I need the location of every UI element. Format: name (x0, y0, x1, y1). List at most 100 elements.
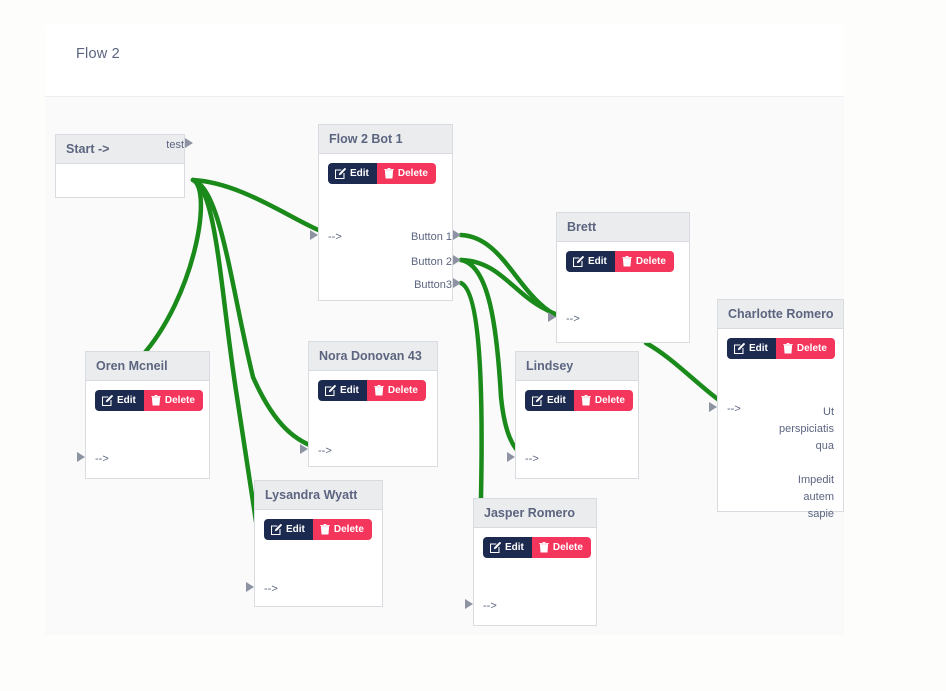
port-label: --> (95, 452, 109, 465)
output-port-marker-icon (185, 138, 193, 148)
flow-edge (458, 232, 571, 320)
node-input-port[interactable]: --> (474, 595, 605, 616)
node-title: Brett (567, 220, 597, 234)
node-body: Edit Delete (557, 242, 689, 342)
port-label: --> (483, 599, 497, 612)
node-output-port[interactable]: Button3 (319, 274, 461, 295)
edit-button[interactable]: Edit (483, 537, 532, 558)
node-body: Edit Delete (309, 371, 437, 466)
node-message-line: Impedit (797, 474, 834, 486)
node-header[interactable]: Nora Donovan 43 (309, 342, 437, 371)
node-header[interactable]: Flow 2 Bot 1 (319, 125, 452, 154)
node-message-line: autem (803, 491, 834, 503)
edit-button-label: Edit (350, 167, 369, 179)
node-header[interactable]: Start -> (56, 135, 184, 164)
edit-button[interactable]: Edit (525, 390, 574, 411)
edit-button[interactable]: Edit (95, 390, 144, 411)
delete-button[interactable]: Delete (143, 390, 203, 411)
delete-button-label: Delete (796, 342, 827, 354)
edit-pencil-icon (271, 524, 282, 535)
port-label: test (166, 138, 184, 151)
node-input-port[interactable]: --> (557, 308, 698, 329)
input-port-marker-icon (709, 402, 717, 412)
edit-button-label: Edit (547, 394, 566, 406)
output-port-marker-icon (453, 230, 461, 240)
delete-button-label: Delete (552, 541, 583, 553)
node-input-port[interactable]: --> (255, 578, 391, 599)
input-port-marker-icon (310, 230, 318, 240)
flow-edge (458, 257, 571, 320)
port-label: --> (264, 582, 278, 595)
node-action-group: Edit Delete (95, 390, 203, 411)
node-input-port[interactable]: --> (309, 440, 446, 461)
node-header[interactable]: Lysandra Wyatt (255, 481, 382, 510)
node-message-line: perspiciatis (778, 423, 834, 435)
node-title: Jasper Romero (484, 506, 576, 520)
node-input-port[interactable]: --> (86, 448, 218, 469)
node-input-port[interactable]: --> (516, 448, 647, 469)
edit-button[interactable]: Edit (727, 338, 776, 359)
flow-node-start[interactable]: Start -> test (55, 134, 185, 198)
edit-pencil-icon (734, 343, 745, 354)
node-message-line: sapie (807, 508, 834, 520)
edit-button[interactable]: Edit (264, 519, 313, 540)
node-action-group: Edit Delete (328, 163, 436, 184)
edit-button-label: Edit (286, 523, 305, 535)
node-action-group: Edit Delete (525, 390, 633, 411)
edit-button-label: Edit (505, 541, 524, 553)
node-output-port[interactable]: Button 1 (319, 226, 461, 247)
node-output-port[interactable]: test (56, 134, 193, 155)
delete-button-label: Delete (387, 384, 418, 396)
node-body (56, 164, 184, 197)
port-label: --> (727, 402, 741, 415)
trash-icon (622, 256, 632, 267)
port-label: --> (525, 452, 539, 465)
node-header[interactable]: Brett (557, 213, 689, 242)
edit-pencil-icon (490, 542, 501, 553)
delete-button-label: Delete (635, 255, 666, 267)
delete-button[interactable]: Delete (573, 390, 633, 411)
delete-button[interactable]: Delete (531, 537, 591, 558)
node-output-port[interactable]: Button 2 (319, 251, 461, 272)
trash-icon (539, 542, 549, 553)
node-header[interactable]: Jasper Romero (474, 499, 596, 528)
node-input-port[interactable]: --> (718, 398, 844, 419)
edit-button[interactable]: Edit (318, 380, 367, 401)
node-title: Nora Donovan 43 (319, 349, 422, 363)
node-body: Edit Delete (319, 154, 452, 300)
node-action-group: Edit Delete (318, 380, 426, 401)
trash-icon (320, 524, 330, 535)
delete-button[interactable]: Delete (775, 338, 835, 359)
delete-button[interactable]: Delete (614, 251, 674, 272)
node-title: Flow 2 Bot 1 (329, 132, 403, 146)
input-port-marker-icon (507, 452, 515, 462)
delete-button[interactable]: Delete (366, 380, 426, 401)
edit-button[interactable]: Edit (328, 163, 377, 184)
edit-pencil-icon (573, 256, 584, 267)
delete-button[interactable]: Delete (376, 163, 436, 184)
delete-button[interactable]: Delete (312, 519, 372, 540)
node-header[interactable]: Oren Mcneil (86, 352, 209, 381)
node-header[interactable]: Lindsey (516, 352, 638, 381)
edit-button-label: Edit (749, 342, 768, 354)
node-title: Charlotte Romero (728, 307, 833, 321)
node-header[interactable]: Charlotte Romero (718, 300, 843, 329)
edit-button[interactable]: Edit (566, 251, 615, 272)
node-title: Start -> (66, 142, 110, 156)
input-port-marker-icon (77, 452, 85, 462)
edit-button-label: Edit (117, 394, 136, 406)
input-port-marker-icon (246, 582, 254, 592)
node-message-line: Ut (823, 406, 834, 418)
delete-button-label: Delete (333, 523, 364, 535)
input-port-marker-icon (300, 444, 308, 454)
